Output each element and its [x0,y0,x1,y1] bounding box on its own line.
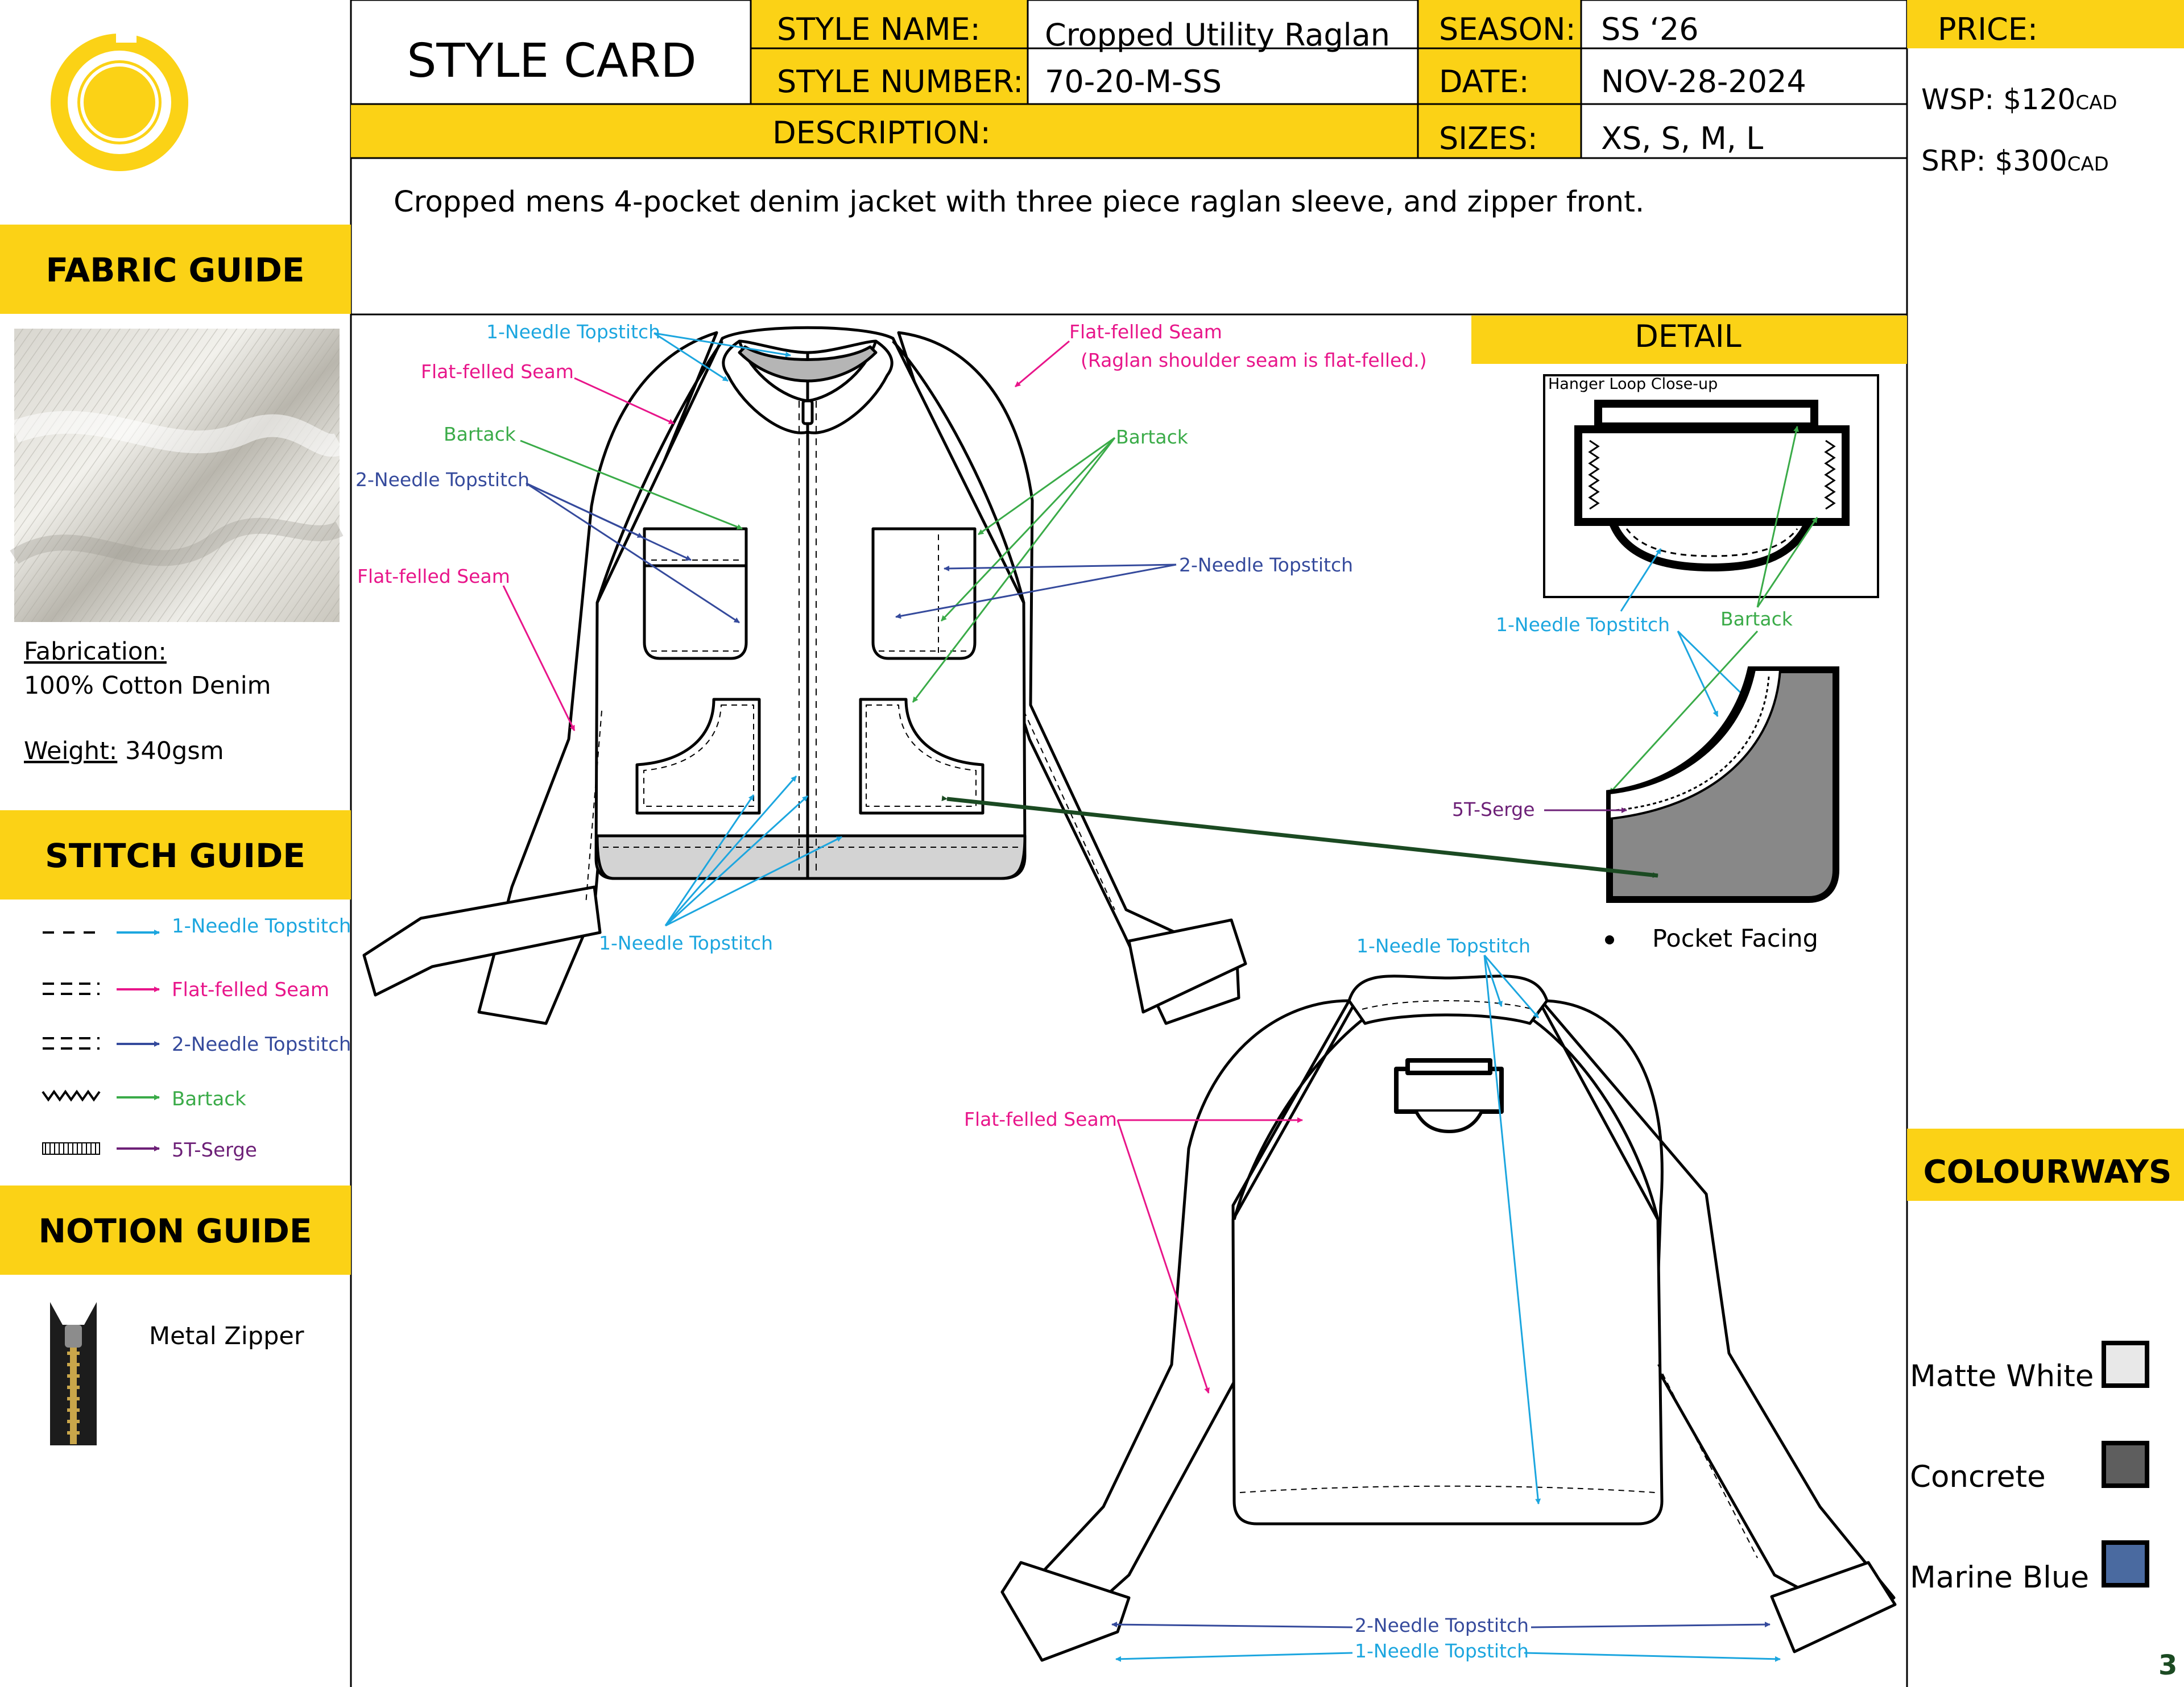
stitch-legend-one-needle: 1-Needle Topstitch [43,915,351,938]
front-callouts: 1-Needle Topstitch Flat-felled Seam Flat… [355,321,1427,954]
colourways-title: COLOURWAYS [1924,1154,2172,1191]
callout-back-one-needle-cuff: 1-Needle Topstitch [1355,1640,1529,1662]
season-value: SS ‘26 [1601,11,1699,47]
notion-item-label: Metal Zipper [149,1322,304,1350]
fabric-swatch [10,329,345,622]
hanger-loop-title: Hanger Loop Close-up [1548,375,1718,393]
notion-guide-title: NOTION GUIDE [38,1212,312,1250]
style-number-label: STYLE NUMBER: [777,64,1023,100]
season-label: SEASON: [1439,11,1576,47]
stitch-legend-label: Flat-felled Seam [172,979,329,1001]
weight-line: Weight: 340gsm [24,737,224,765]
callout-one-needle-bottom: 1-Needle Topstitch [599,932,773,954]
fabric-guide-title: FABRIC GUIDE [46,251,304,289]
colourway-swatch [2102,1441,2149,1488]
zipper-icon [50,1302,97,1445]
detail-panel: DETAIL Hanger Loop Close-up 1-Needle Top… [1452,316,1907,953]
notion-guide: NOTION GUIDE Metal Zipper [0,1186,351,1445]
style-number-value: 70-20-M-SS [1045,64,1222,100]
callout-back-one-needle-collar: 1-Needle Topstitch [1356,935,1531,957]
pocket-facing-label: Pocket Facing [1652,925,1818,953]
stitch-guide: STITCH GUIDE 1-Needle Topstitch Flat-fel… [0,810,351,1162]
price-label: PRICE: [1938,11,2038,47]
pocket-facing-drawing [1606,666,1839,903]
stitch-legend-two-needle: 2-Needle Topstitch [43,1033,351,1056]
stitch-legend-label: 5T-Serge [172,1139,257,1162]
date-value: NOV-28-2024 [1601,64,1806,100]
callout-back-flat-felled: Flat-felled Seam [964,1108,1117,1130]
colourways-panel: COLOURWAYS Matte White Concrete Marine B… [1907,1129,2184,1595]
stitch-guide-title: STITCH GUIDE [45,836,305,875]
fabric-guide: FABRIC GUIDE Fabrication: 100% Cotton De… [0,225,351,765]
stitch-legend-label: Bartack [172,1088,246,1110]
stitch-legend-serge: 5T-Serge [42,1139,257,1162]
hanger-loop-drawing [1574,400,1850,572]
stitch-legend-bartack: Bartack [42,1088,246,1110]
back-jacket-flat [1000,975,1897,1662]
page-title: STYLE CARD [407,34,696,88]
wsp-price: WSP: $120CAD [1921,83,2117,116]
colourway-swatch [2102,1341,2149,1388]
description-label: DESCRIPTION: [772,115,991,151]
callout-bartack-right: Bartack [1116,426,1189,448]
stitch-legend-label: 2-Needle Topstitch [172,1033,351,1056]
callout-flat-felled-right: Flat-felled Seam [1069,321,1222,343]
srp-price: SRP: $300CAD [1921,144,2109,177]
detail-serge: 5T-Serge [1452,798,1535,820]
page-number: 3 [2158,1649,2177,1681]
callout-flat-felled-left: Flat-felled Seam [421,360,574,383]
description-text: Cropped mens 4-pocket denim jacket with … [394,185,1644,219]
sizes-label: SIZES: [1439,121,1538,156]
callout-flat-felled-side: Flat-felled Seam [357,565,510,587]
stitch-legend-label: 1-Needle Topstitch [172,915,351,938]
style-name-label: STYLE NAME: [777,11,981,47]
detail-title: DETAIL [1635,318,1741,354]
callout-raglan-note: (Raglan shoulder seam is flat-felled.) [1081,349,1427,371]
callout-back-two-needle-cuff: 2-Needle Topstitch [1355,1614,1529,1636]
colourway-name: Matte White [1910,1359,2094,1394]
callout-one-needle-top: 1-Needle Topstitch [486,321,660,343]
callout-bartack-left: Bartack [444,423,516,445]
back-callouts: 1-Needle Topstitch Flat-felled Seam 2-Ne… [964,935,1781,1662]
fabrication-label: Fabrication: [24,637,167,666]
price-panel: PRICE: WSP: $120CAD SRP: $300CAD [1907,0,2184,177]
detail-reference-arrow [941,795,1658,878]
date-label: DATE: [1439,64,1529,100]
header: STYLE CARD STYLE NAME: Cropped Utility R… [351,0,1907,219]
style-name-value: Cropped Utility Raglan [1045,17,1390,53]
callout-two-needle-right: 2-Needle Topstitch [1179,554,1353,576]
sizes-value: XS, S, M, L [1601,121,1763,156]
stitch-legend-flat-felled: Flat-felled Seam [43,979,329,1001]
colourway-name: Concrete [1910,1460,2046,1494]
fabrication-value: 100% Cotton Denim [24,672,271,700]
colourway-swatch [2102,1540,2149,1587]
brand-logo [51,31,188,171]
callout-two-needle-left: 2-Needle Topstitch [355,469,530,491]
colourway-name: Marine Blue [1910,1560,2089,1595]
detail-bartack: Bartack [1720,608,1793,630]
detail-one-needle: 1-Needle Topstitch [1496,614,1670,636]
